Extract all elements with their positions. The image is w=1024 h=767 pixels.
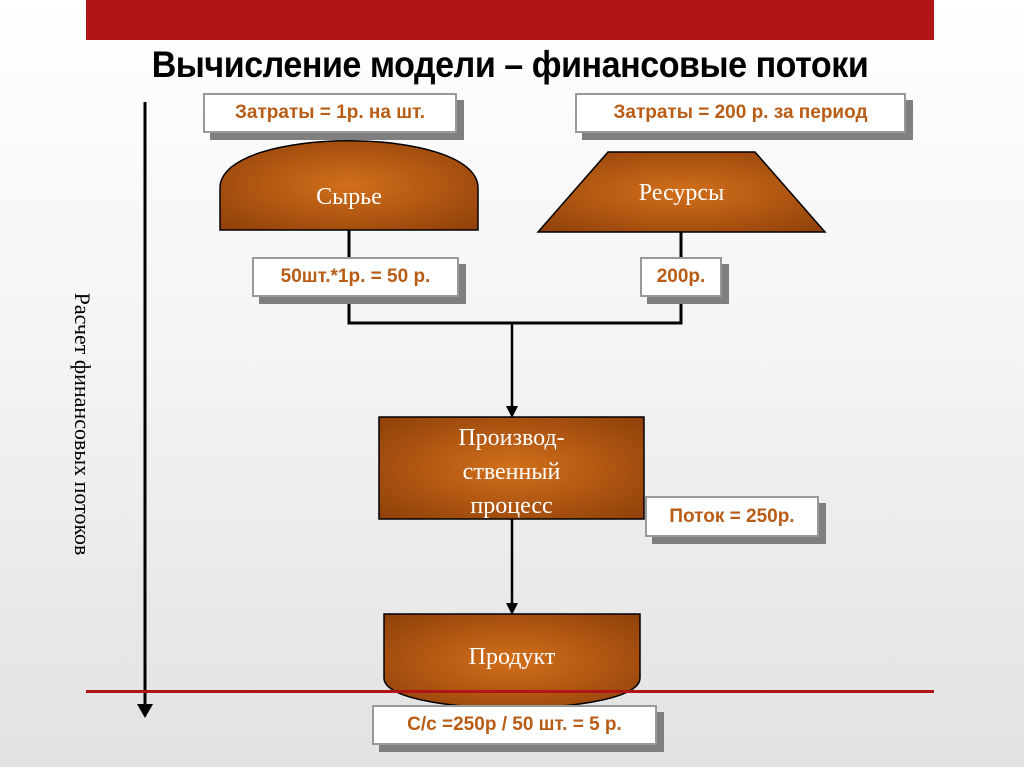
- cost-per-unit-callout: Затраты = 1р. на шт.: [203, 93, 457, 133]
- side-axis-label: Расчет финансовых потоков: [70, 292, 95, 556]
- production-process-shape: [378, 416, 645, 520]
- slide-title: Вычисление модели – финансовые потоки: [151, 44, 869, 85]
- resources-calc-callout: 200р.: [640, 257, 722, 297]
- unit-cost-callout: С/с =250р / 50 шт. = 5 р.: [372, 705, 657, 745]
- production-process-label: Производ- ственный процесс: [379, 421, 644, 523]
- product-label: Продукт: [468, 644, 556, 670]
- resources-label: Ресурсы: [638, 180, 725, 206]
- raw-materials-calc-callout: 50шт.*1р. = 50 р.: [252, 257, 459, 297]
- process-label-line-2: ственный: [462, 459, 561, 485]
- top-accent-bar: [86, 0, 934, 40]
- flow-callout: Поток = 250р.: [645, 496, 819, 537]
- raw-materials-label: Сырье: [316, 184, 382, 210]
- timeline-arrowhead: [137, 704, 153, 718]
- cost-per-period-callout: Затраты = 200 р. за период: [575, 93, 906, 133]
- bottom-red-rule: [86, 690, 934, 693]
- arrowhead-to-process: [506, 406, 518, 418]
- process-label-line-1: Производ-: [458, 425, 565, 451]
- raw-materials-shape: [219, 140, 479, 231]
- process-label-line-3: процесс: [470, 493, 553, 519]
- resources-shape: [536, 151, 827, 233]
- arrowhead-to-product: [506, 603, 518, 615]
